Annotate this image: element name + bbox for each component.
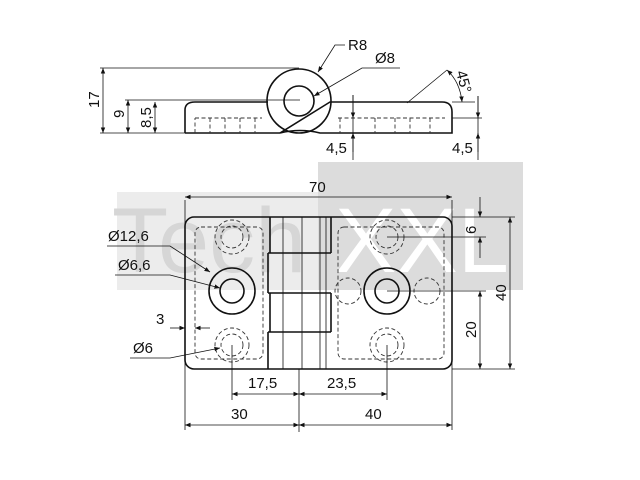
dim-offset-left: 4,5 [326,140,347,157]
dim-width-70: 70 [309,179,326,196]
dim-pin-diameter: Ø8 [375,50,395,67]
dim-hole-to-edge-20: 20 [463,321,480,338]
dim-small-hole-diameter: Ø6 [133,340,153,357]
dim-left-leaf-30: 30 [231,406,248,423]
dim-radius-r8: R8 [348,37,367,54]
dim-right-leaf-40: 40 [365,406,382,423]
dim-height-17: 17 [86,91,103,108]
watermark-box [318,162,523,290]
dim-height-9: 9 [111,110,128,118]
top-view: 70 40 20 6 Ø12,6 Ø6,6 3 Ø6 17,5 23,5 30 … [107,179,515,432]
dim-height-8-5: 8,5 [138,107,155,128]
dim-hole-diameter: Ø6,6 [118,257,151,274]
watermark-xxl: XXL [335,190,509,292]
dim-edge-offset-3: 3 [156,311,164,328]
dim-pitch-6: 6 [463,226,480,234]
dim-countersink-diameter: Ø12,6 [108,228,149,245]
dim-offset-right: 4,5 [452,140,473,157]
dim-height-40: 40 [493,284,510,301]
dim-angle: 45° [452,69,474,95]
dim-right-hole-to-axis: 23,5 [327,375,356,392]
side-view: 17 9 8,5 R8 Ø8 45° 4,5 4,5 [86,37,482,160]
dim-left-hole-to-axis: 17,5 [248,375,277,392]
